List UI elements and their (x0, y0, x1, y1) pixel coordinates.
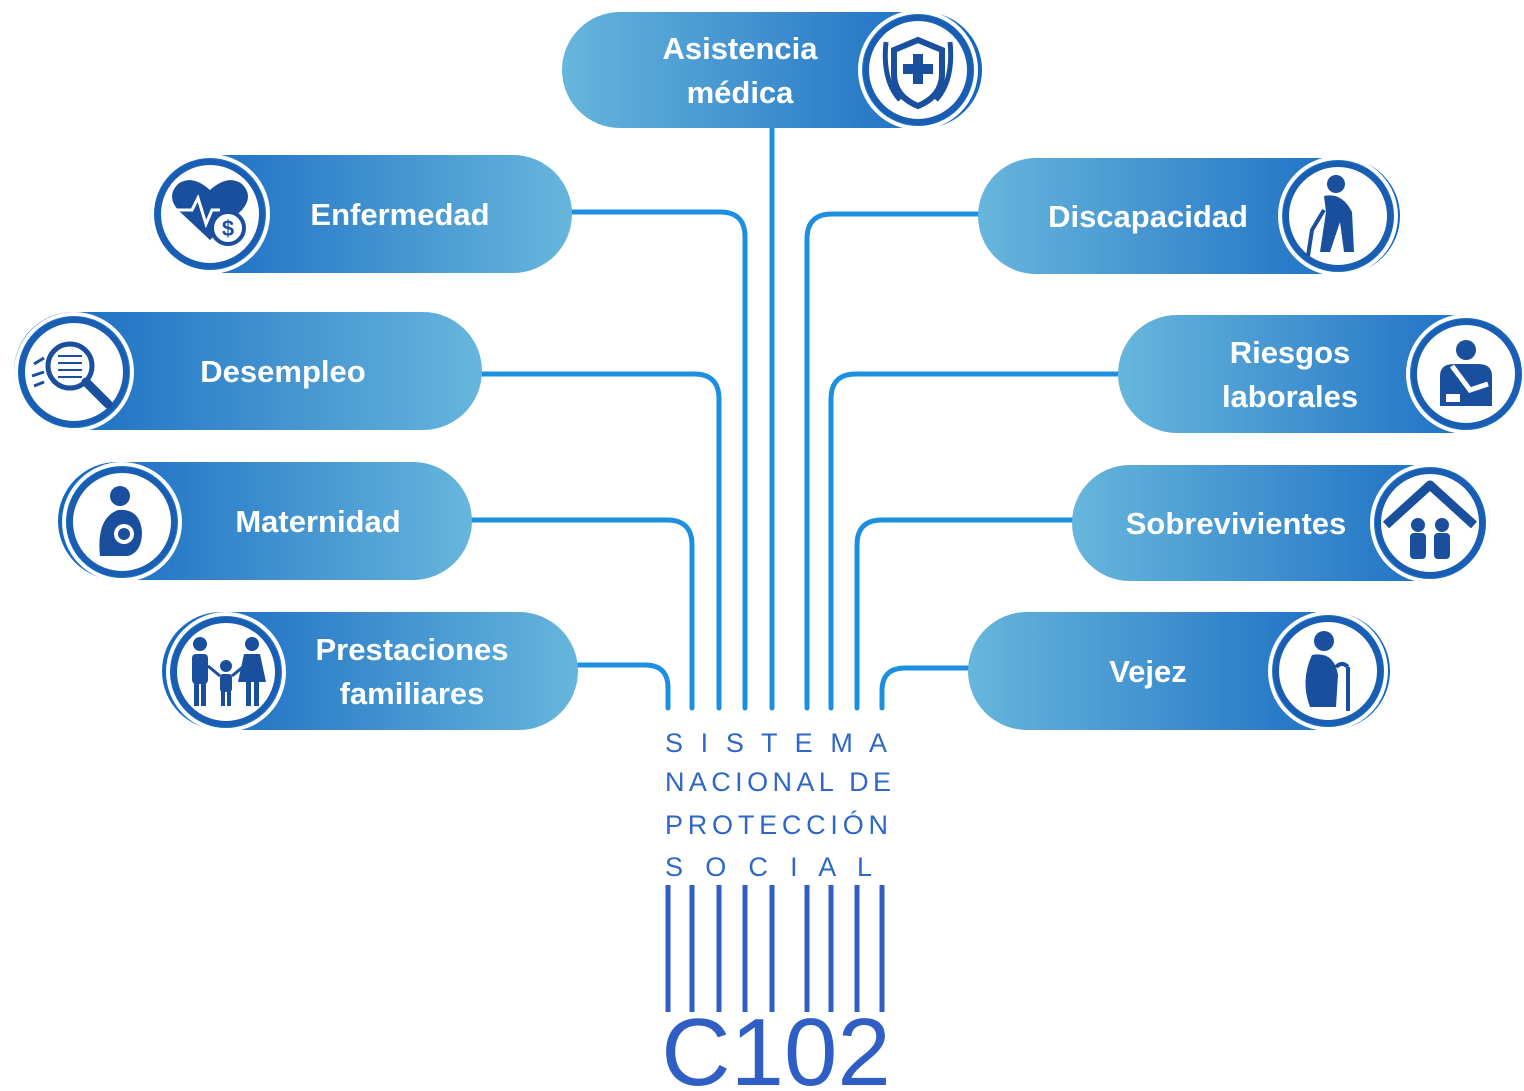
label-sobrevivientes: Sobrevivientes (1126, 506, 1347, 541)
branch-sobrevivientes: Sobrevivientes (1072, 463, 1490, 583)
branch-vejez: Vejez (968, 611, 1390, 731)
label-riesgos-laborales-line-1: Riesgos (1230, 335, 1351, 370)
connector-maternidad (469, 517, 695, 711)
house-family-icon (1370, 463, 1490, 583)
connector-lines (469, 125, 1123, 711)
branch-prestaciones-familiares: Prestaciones familiares (162, 612, 578, 732)
connector-desempleo (479, 371, 722, 711)
label-discapacidad: Discapacidad (1048, 199, 1248, 234)
system-line-1: S I S T E M A (665, 728, 887, 758)
connector-sobrevivientes (854, 517, 1078, 711)
label-prestaciones-familiares-line-1: Prestaciones (316, 632, 509, 667)
branch-enfermedad: $ Enfermedad (150, 154, 572, 274)
barcode-graphic (665, 885, 885, 1012)
connector-vejez (879, 665, 973, 711)
connector-prestaciones (575, 662, 671, 711)
injured-worker-icon (1406, 314, 1524, 434)
elderly-person-icon (1268, 611, 1388, 731)
system-label: S I S T E M A NACIONAL DE PROTECCIÓN S O… (665, 728, 891, 882)
connector-riesgos (828, 371, 1123, 711)
branch-riesgos-laborales: Riesgos laborales (1118, 314, 1524, 434)
branch-asistencia-medica: Asistencia médica (562, 10, 982, 130)
system-line-2: NACIONAL DE (665, 767, 891, 797)
system-line-3: PROTECCIÓN (665, 809, 888, 840)
person-cane-icon (1278, 156, 1398, 276)
mother-child-icon (62, 462, 182, 582)
svg-text:$: $ (222, 216, 234, 241)
branch-pills: Asistencia médica $ EnfermedadDesempleoMate… (14, 10, 1524, 732)
pill-desempleo (14, 312, 482, 430)
label-desempleo: Desempleo (200, 354, 365, 389)
branch-desempleo: Desempleo (14, 312, 482, 432)
branch-discapacidad: Discapacidad (978, 156, 1400, 276)
label-vejez: Vejez (1109, 654, 1187, 689)
branch-maternidad: Maternidad (58, 462, 472, 582)
label-asistencia-medica-line-2: médica (687, 75, 795, 110)
heart-money-icon: $ (150, 154, 270, 274)
label-enfermedad: Enfermedad (310, 197, 489, 232)
label-prestaciones-familiares-line-2: familiares (340, 676, 485, 711)
connector-enfermedad (569, 209, 748, 711)
convention-code: C102 (661, 999, 891, 1091)
label-riesgos-laborales-line-2: laborales (1222, 379, 1358, 414)
system-line-4: S O C I A L (665, 852, 872, 882)
family-icon (166, 612, 286, 732)
magnifier-document-icon (14, 312, 134, 432)
label-maternidad: Maternidad (235, 504, 400, 539)
label-asistencia-medica-line-1: Asistencia (662, 31, 818, 66)
stethoscope-shield-icon (858, 10, 978, 130)
connector-discapacidad (804, 211, 981, 711)
